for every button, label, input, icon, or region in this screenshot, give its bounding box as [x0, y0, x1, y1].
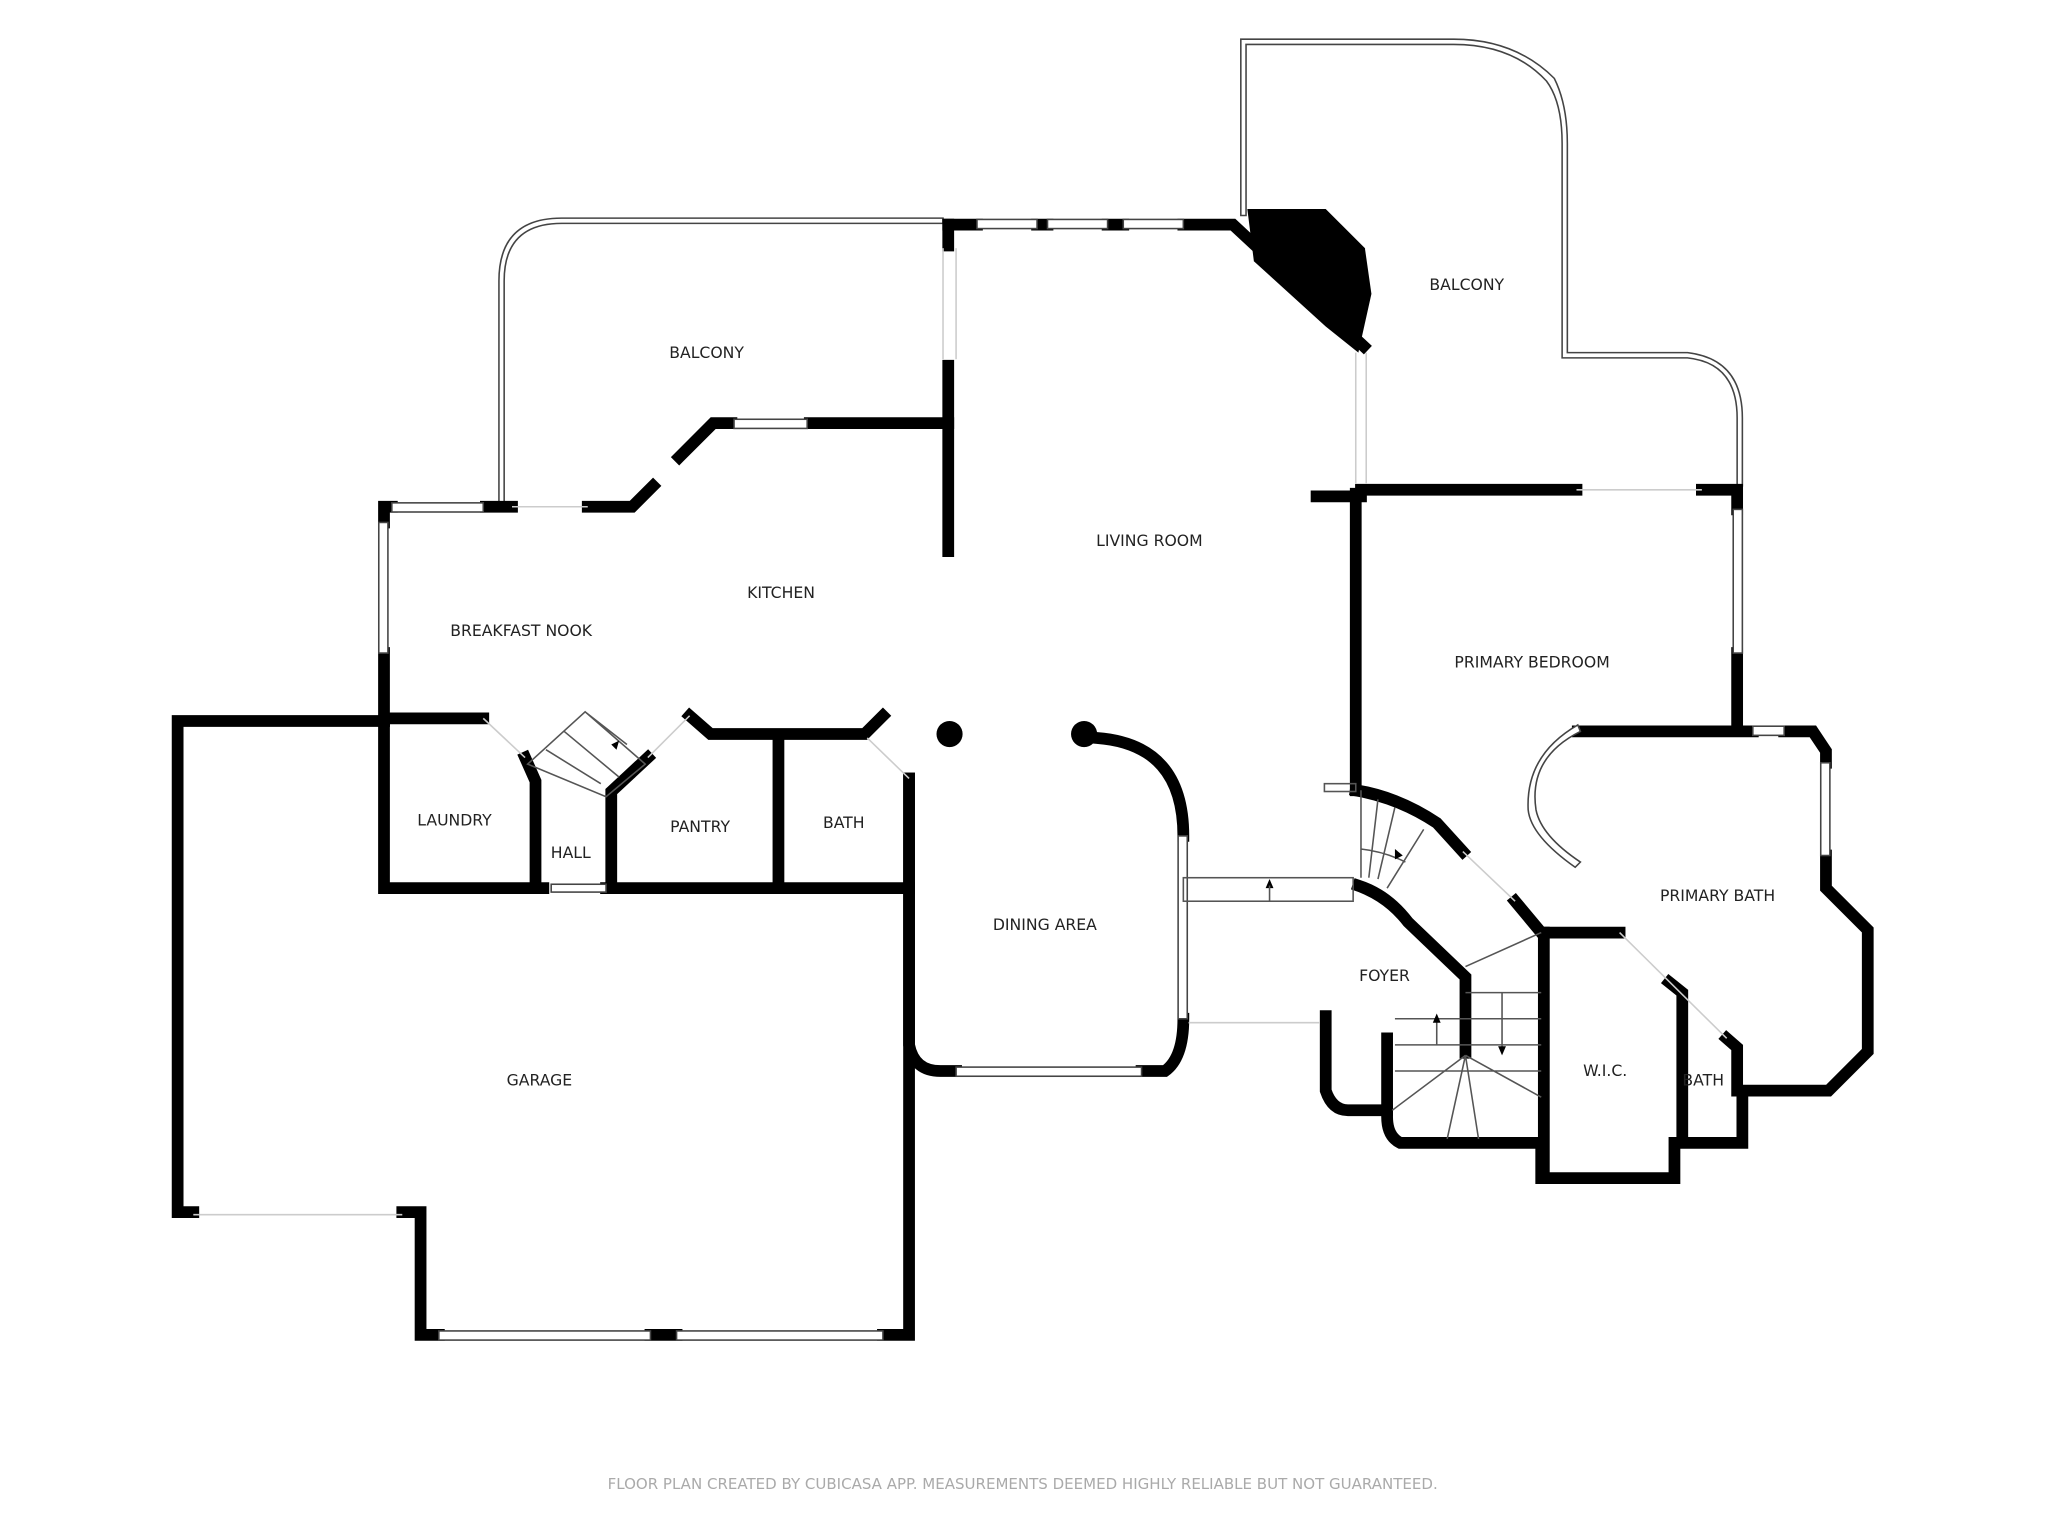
room-label-living-room: LIVING ROOM: [1096, 531, 1203, 550]
room-label-bath: BATH: [823, 813, 865, 832]
room-label-kitchen: KITCHEN: [747, 583, 815, 602]
room-label-hall: HALL: [551, 843, 591, 862]
room-label-primary-bath: PRIMARY BATH: [1660, 886, 1775, 905]
column: [936, 720, 963, 748]
room-label-balcony-west: BALCONY: [669, 343, 744, 362]
room-label-foyer: FOYER: [1359, 966, 1410, 985]
room-label-dining-area: DINING AREA: [993, 915, 1097, 934]
openings: [193, 248, 1728, 1216]
room-label-primary-bath-small: BATH: [1682, 1070, 1724, 1089]
disclaimer-footer: FLOOR PLAN CREATED BY CUBICASA APP. MEAS…: [608, 1475, 1438, 1493]
room-label-laundry: LAUNDRY: [417, 810, 492, 829]
room-labels: BALCONY BALCONY LIVING ROOM KITCHEN BREA…: [417, 275, 1775, 1089]
windows: [377, 218, 1831, 1341]
column: [1071, 720, 1098, 748]
room-label-garage: GARAGE: [507, 1070, 573, 1089]
room-label-wic: W.I.C.: [1583, 1061, 1627, 1080]
walls: [171, 208, 1874, 1341]
room-label-balcony-east: BALCONY: [1429, 275, 1504, 294]
room-label-breakfast-nook: BREAKFAST NOOK: [450, 621, 593, 640]
room-label-pantry: PANTRY: [670, 817, 730, 836]
room-label-primary-bedroom: PRIMARY BEDROOM: [1454, 652, 1609, 671]
stairs: [526, 710, 1542, 1140]
